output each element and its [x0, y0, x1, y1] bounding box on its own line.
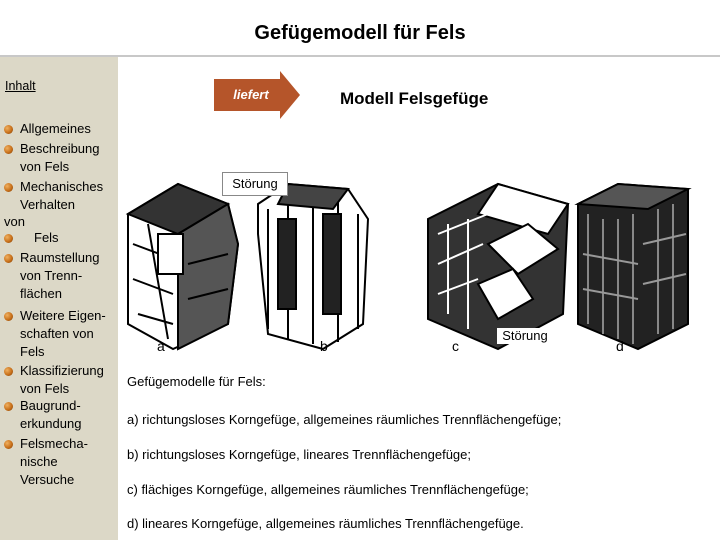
sidebar-item-label: Raumstellung von Trenn- flächen — [20, 250, 100, 301]
rock-structure-figure — [118, 174, 720, 354]
arrow-label: liefert — [233, 87, 269, 102]
caption-d: d) lineares Korngefüge, allgemeines räum… — [127, 516, 524, 531]
caption-a: a) richtungsloses Korngefüge, allgemeine… — [127, 412, 562, 427]
figure-label-d: d — [616, 338, 624, 354]
caption-c: c) flächiges Korngefüge, allgemeines räu… — [127, 482, 529, 497]
sidebar-item-weitere-eigenschaften[interactable]: Weitere Eigen- schaften von Fels — [4, 307, 118, 361]
bullet-icon — [4, 183, 13, 192]
stoerung-top-label: Störung — [222, 172, 288, 196]
sidebar-item-label: Fels — [34, 230, 59, 245]
bullet-icon — [4, 312, 13, 321]
block-b — [257, 182, 370, 351]
block-d — [574, 182, 692, 351]
caption-b: b) richtungsloses Korngefüge, lineares T… — [127, 447, 471, 462]
sidebar-item-label: Weitere Eigen- schaften von Fels — [20, 308, 106, 359]
sidebar-item-label: Allgemeines — [20, 121, 91, 136]
bullet-icon — [4, 367, 13, 376]
sidebar-item-mechanisches-verhalten[interactable]: Mechanisches Verhalten — [4, 178, 118, 214]
sidebar-item-label: Felsmecha- nische Versuche — [20, 436, 88, 487]
sidebar-item-baugrunderkundung[interactable]: Baugrund- erkundung — [4, 397, 118, 433]
inhalt-link[interactable]: Inhalt — [5, 79, 36, 93]
bullet-icon — [4, 234, 13, 243]
sidebar-item-label: Baugrund- erkundung — [20, 398, 82, 431]
sidebar-item-klassifizierung[interactable]: Klassifizierung von Fels — [4, 362, 118, 398]
figure-label-a: a — [157, 338, 165, 354]
sidebar-item-felsmechanische-versuche[interactable]: Felsmecha- nische Versuche — [4, 435, 118, 489]
sidebar-von-label: von — [4, 214, 25, 229]
bullet-icon — [4, 145, 13, 154]
sidebar-item-fels[interactable]: Fels — [4, 229, 118, 247]
page-title: Gefügemodell für Fels — [254, 22, 466, 44]
block-a — [125, 182, 240, 351]
caption-heading: Gefügemodelle für Fels: — [127, 374, 266, 389]
sidebar-item-beschreibung[interactable]: Beschreibung von Fels — [4, 140, 118, 176]
sidebar-item-raumstellung[interactable]: Raumstellung von Trenn- flächen — [4, 249, 118, 303]
liefert-arrow-icon — [214, 71, 300, 119]
figure-label-c: c — [452, 338, 459, 354]
model-heading: Modell Felsgefüge — [340, 89, 489, 108]
sidebar-item-label: Beschreibung von Fels — [20, 141, 100, 174]
sidebar-item-label: Klassifizierung von Fels — [20, 363, 104, 396]
title-bar: Gefügemodell für Fels — [0, 0, 720, 57]
bullet-icon — [4, 440, 13, 449]
bullet-icon — [4, 402, 13, 411]
sidebar-item-label: Mechanisches Verhalten — [20, 179, 104, 212]
block-c — [427, 182, 570, 351]
title-divider — [0, 55, 720, 57]
bullet-icon — [4, 125, 13, 134]
sidebar: Inhalt Allgemeines Beschreibung von Fels… — [0, 57, 118, 540]
stoerung-bottom-label: Störung — [497, 328, 553, 344]
bullet-icon — [4, 254, 13, 263]
figure-label-b: b — [320, 338, 328, 354]
sidebar-item-allgemeines[interactable]: Allgemeines — [4, 120, 118, 138]
